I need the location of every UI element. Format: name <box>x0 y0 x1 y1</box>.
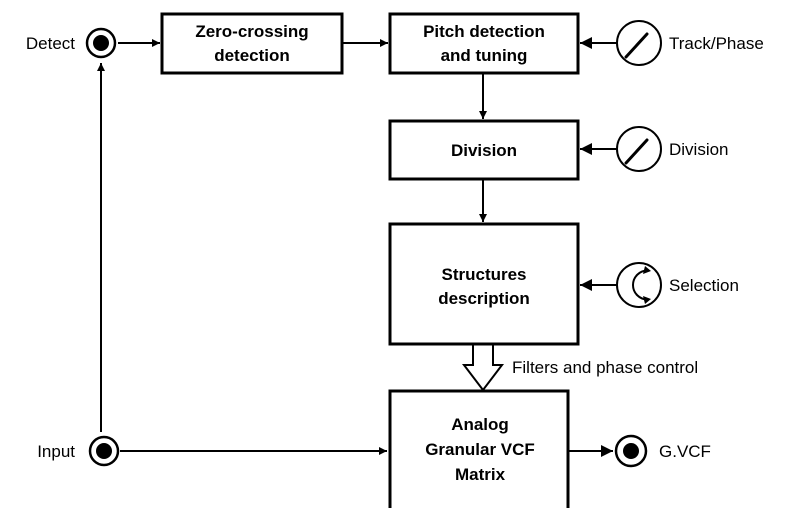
vcf-label-line1: Analog <box>451 415 509 434</box>
track-phase-label: Track/Phase <box>669 34 764 53</box>
division-label: Division <box>451 141 517 160</box>
pitch-label-line2: and tuning <box>441 46 528 65</box>
structures-label-line2: description <box>438 289 530 308</box>
detect-label: Detect <box>26 34 75 53</box>
cycle-icon <box>632 269 648 301</box>
input-jack[interactable] <box>88 435 120 467</box>
zero-crossing-label-line2: detection <box>214 46 290 65</box>
division-knob-label: Division <box>669 140 729 159</box>
detect-jack[interactable] <box>85 27 117 59</box>
filters-phase-annotation: Filters and phase control <box>512 358 698 377</box>
hollow-arrow-filters <box>461 345 505 392</box>
vcf-label-line3: Matrix <box>455 465 506 484</box>
gvcf-label: G.VCF <box>659 442 711 461</box>
input-label: Input <box>37 442 75 461</box>
structures-label-line1: Structures <box>441 265 526 284</box>
division-block: Division <box>388 119 580 181</box>
vcf-label-line2: Granular VCF <box>425 440 535 459</box>
zero-crossing-label-line1: Zero-crossing <box>195 22 308 41</box>
selection-cycle-button[interactable] <box>616 262 662 308</box>
vcf-matrix-block: Analog Granular VCF Matrix <box>388 389 570 508</box>
track-phase-knob[interactable] <box>616 20 662 66</box>
selection-label: Selection <box>669 276 739 295</box>
gvcf-output-jack[interactable] <box>614 434 648 468</box>
structures-block: Structures description <box>388 222 580 346</box>
pitch-label-line1: Pitch detection <box>423 22 545 41</box>
pitch-detection-block: Pitch detection and tuning <box>388 12 580 75</box>
zero-crossing-block: Zero-crossing detection <box>160 12 344 75</box>
division-knob[interactable] <box>616 126 662 172</box>
